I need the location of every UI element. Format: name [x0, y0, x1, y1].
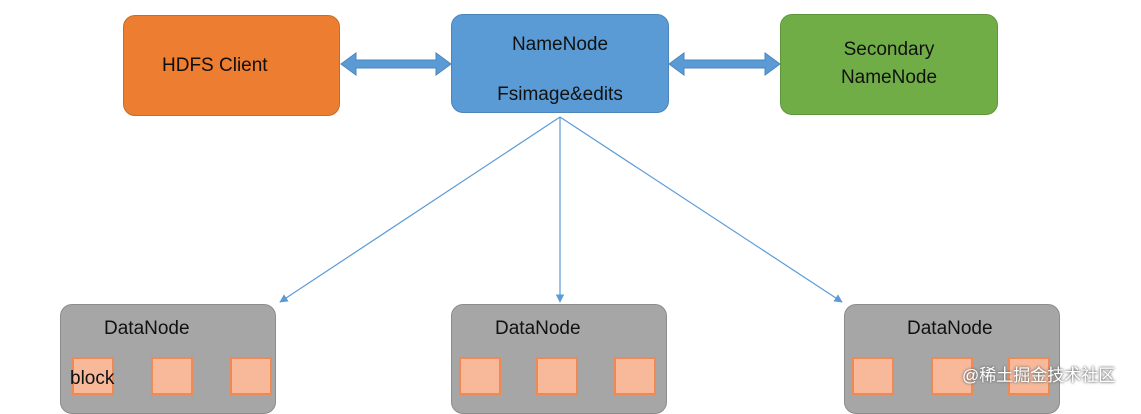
datanode-2-block-1 [459, 357, 501, 395]
datanode-1-label: DataNode [104, 318, 190, 339]
datanode-2-block-3 [614, 357, 656, 395]
hdfs-architecture-diagram: HDFS Client NameNode Fsimage&edits Secon… [60, 14, 1116, 414]
datanode-3-label: DataNode [907, 318, 993, 339]
watermark-text: @稀土掘金技术社区 [962, 366, 1116, 385]
block-label: block [70, 368, 115, 389]
namenode-title: NameNode [511, 34, 609, 55]
namenode-datanode1-connector [279, 116, 561, 303]
namenode-subtitle: Fsimage&edits [497, 84, 623, 105]
namenode-node: NameNode Fsimage&edits [451, 14, 669, 113]
namenode-datanode3-connector [559, 116, 843, 303]
datanode-3: DataNode [844, 304, 1060, 414]
datanode-2: DataNode [451, 304, 667, 414]
datanode-2-block-2 [536, 357, 578, 395]
datanode-3-block-3 [1008, 357, 1050, 395]
secondary-namenode-line1: Secondary [843, 39, 935, 60]
secondary-namenode-node: Secondary NameNode [780, 14, 998, 115]
secondary-namenode-line2: NameNode [840, 67, 938, 88]
hdfs-client-label: HDFS Client [162, 55, 268, 76]
client-namenode-double-arrow [340, 52, 452, 76]
datanode-3-block-2 [931, 357, 973, 395]
hdfs-client-node: HDFS Client [123, 15, 340, 116]
datanode-1-block-3 [230, 357, 272, 395]
datanode-2-label: DataNode [495, 318, 581, 339]
datanode-1-block-1 [72, 357, 114, 395]
datanode-1: DataNode block [60, 304, 276, 414]
datanode-3-block-1 [852, 357, 894, 395]
namenode-secondary-double-arrow [668, 52, 781, 76]
datanode-1-block-2 [151, 357, 193, 395]
